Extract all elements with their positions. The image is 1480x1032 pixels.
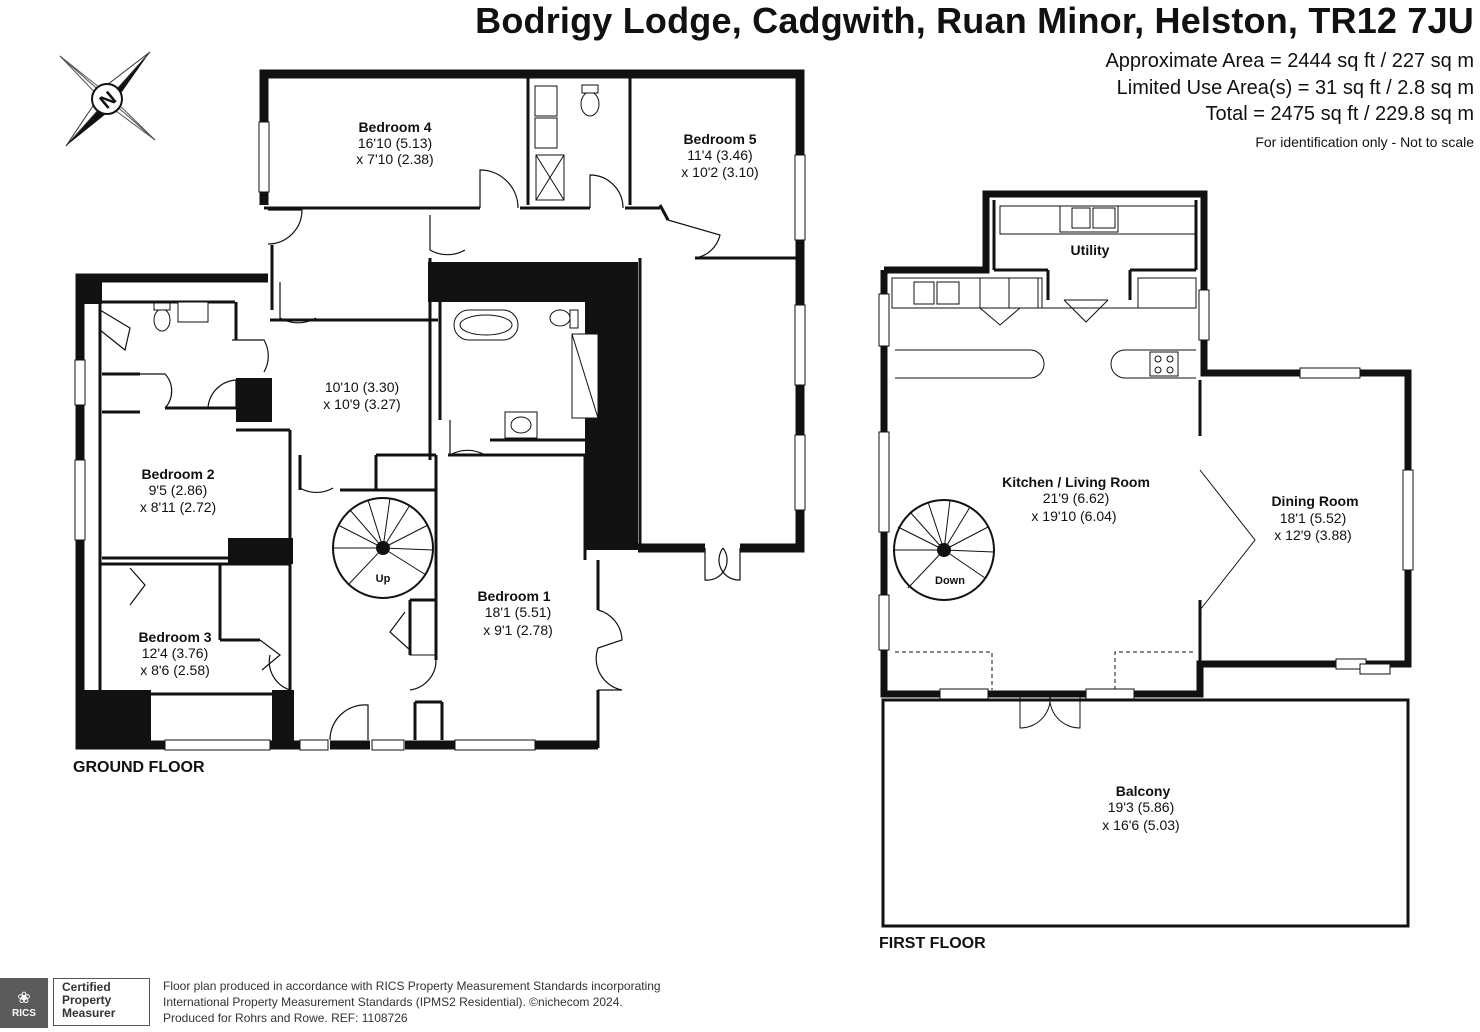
ground-spiral-stair <box>332 497 434 599</box>
room-name: Bedroom 3 <box>138 629 211 645</box>
first-spiral-stair <box>893 499 995 601</box>
approx-area: Approximate Area = 2444 sq ft / 227 sq m <box>1105 50 1474 72</box>
room-dimension: x 10'9 (3.27) <box>323 396 400 412</box>
cert-line: Measurer <box>62 1006 116 1020</box>
room-name: Bedroom 4 <box>358 119 431 135</box>
room-dimension: 16'10 (5.13) <box>358 135 432 151</box>
cert-line: Property <box>62 993 112 1007</box>
rics-logo: ❀ RICS <box>0 978 48 1028</box>
room-bedroom-2: Bedroom 2 9'5 (2.86) x 8'11 (2.72) <box>140 466 216 515</box>
room-dimension: 21'9 (6.62) <box>1043 490 1110 506</box>
footer-notes: Floor plan produced in accordance with R… <box>163 978 661 1026</box>
room-dimension: 11'4 (3.46) <box>687 147 752 163</box>
room-name: Bedroom 2 <box>141 466 214 482</box>
ground-floor-label: GROUND FLOOR <box>73 759 205 776</box>
limited-use-area: Limited Use Area(s) = 31 sq ft / 2.8 sq … <box>1116 77 1474 99</box>
room-dimension: 18'1 (5.52) <box>1280 510 1347 526</box>
room-dimension: x 16'6 (5.03) <box>1102 817 1179 833</box>
stairs-down-label: Down <box>935 575 965 587</box>
room-name: Bedroom 1 <box>477 588 550 604</box>
rics-logo-text: RICS <box>12 1008 36 1019</box>
room-name: Dining Room <box>1271 493 1358 509</box>
room-bedroom-4: Bedroom 4 16'10 (5.13) x 7'10 (2.38) <box>356 119 433 167</box>
room-dimension: x 12'9 (3.88) <box>1274 527 1351 543</box>
room-dimension: 18'1 (5.51) <box>485 604 552 620</box>
room-dimension: 10'10 (3.30) <box>325 379 399 395</box>
first-floor-label: FIRST FLOOR <box>879 935 986 952</box>
room-dimension: x 9'1 (2.78) <box>483 622 553 638</box>
room-utility: Utility <box>1071 242 1110 258</box>
room-name: Kitchen / Living Room <box>1002 474 1150 490</box>
room-kitchen-living: Kitchen / Living Room 21'9 (6.62) x 19'1… <box>1002 474 1150 524</box>
room-dimension: x 7'10 (2.38) <box>356 151 433 167</box>
room-dimension: x 8'6 (2.58) <box>140 662 210 678</box>
room-bedroom-1: Bedroom 1 18'1 (5.51) x 9'1 (2.78) <box>477 588 552 638</box>
room-bedroom-3: Bedroom 3 12'4 (3.76) x 8'6 (2.58) <box>138 629 211 678</box>
room-dimension: 12'4 (3.76) <box>142 645 209 661</box>
room-dimension: x 8'11 (2.72) <box>140 499 216 515</box>
certified-measurer-box: Certified Property Measurer <box>53 978 150 1026</box>
footer-line: Produced for Rohrs and Rowe. REF: 110872… <box>163 1011 408 1025</box>
rics-crest-icon: ❀ <box>17 990 31 1007</box>
total-area: Total = 2475 sq ft / 229.8 sq m <box>1205 103 1475 125</box>
footer-line: International Property Measurement Stand… <box>163 995 623 1009</box>
room-name: Balcony <box>1116 783 1171 799</box>
room-dining: Dining Room 18'1 (5.52) x 12'9 (3.88) <box>1271 493 1358 543</box>
room-dimension: 19'3 (5.86) <box>1108 799 1175 815</box>
page-title: Bodrigy Lodge, Cadgwith, Ruan Minor, Hel… <box>475 0 1474 41</box>
footer-line: Floor plan produced in accordance with R… <box>163 979 661 993</box>
room-name: Bedroom 5 <box>683 131 756 147</box>
stairs-up-label: Up <box>376 573 391 585</box>
room-balcony: Balcony 19'3 (5.86) x 16'6 (5.03) <box>1102 783 1179 833</box>
scale-note: For identification only - Not to scale <box>1255 134 1474 150</box>
room-hall: 10'10 (3.30) x 10'9 (3.27) <box>323 379 400 412</box>
room-bedroom-5: Bedroom 5 11'4 (3.46) x 10'2 (3.10) <box>681 131 758 180</box>
rics-badge: ❀ RICS Certified Property Measurer <box>0 978 154 1028</box>
room-dimension: 9'5 (2.86) <box>149 482 208 498</box>
room-dimension: x 19'10 (6.04) <box>1031 508 1116 524</box>
room-dimension: x 10'2 (3.10) <box>681 164 758 180</box>
cert-line: Certified <box>62 980 111 994</box>
compass-icon: N <box>59 51 156 147</box>
